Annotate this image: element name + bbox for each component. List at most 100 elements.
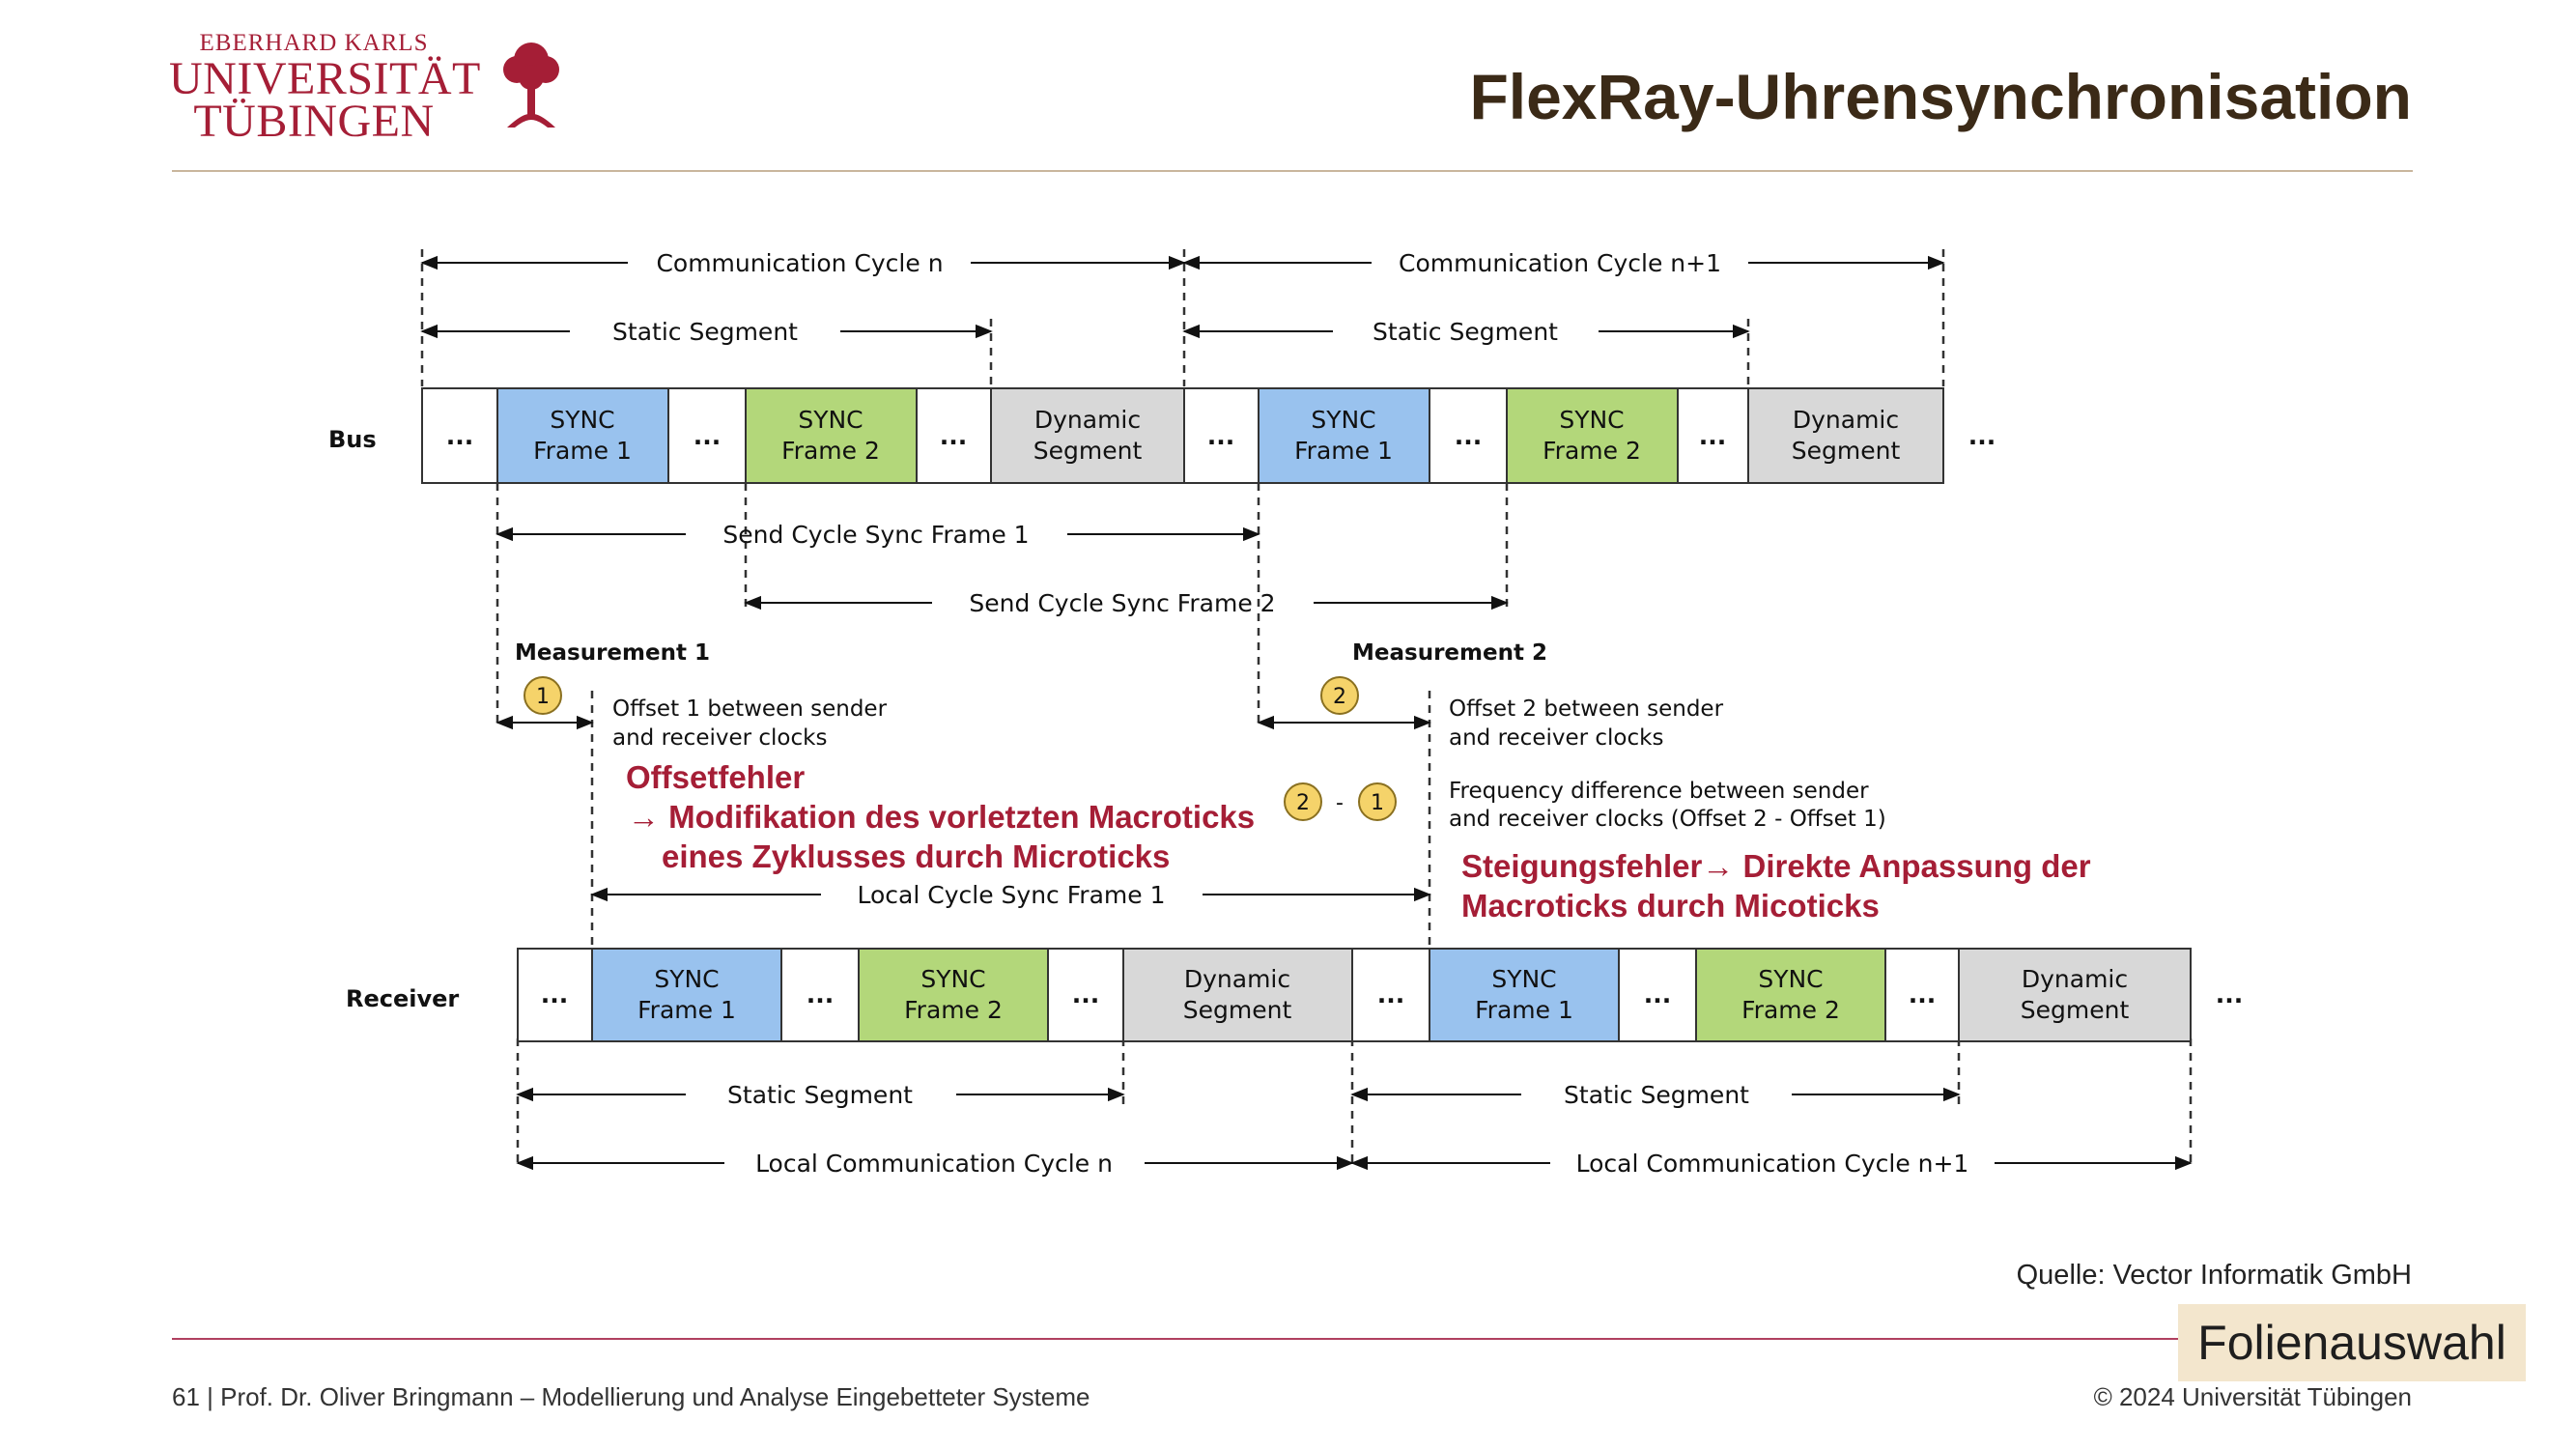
bus-sync-frame-1b bbox=[1258, 387, 1430, 484]
university-wordmark: EBERHARD KARLS UNIVERSITÄT TÜBINGEN bbox=[169, 29, 481, 145]
recv-dyn-line1: Dynamic bbox=[1184, 965, 1290, 993]
bus-sync-frame-1 bbox=[496, 387, 669, 484]
footer-copyright: © 2024 Universität Tübingen bbox=[2093, 1382, 2412, 1411]
recv-sync2-line2: Frame 2 bbox=[904, 996, 1003, 1024]
static-segment-recv-1: Static Segment bbox=[727, 1081, 913, 1109]
footer-divider bbox=[172, 1338, 2200, 1340]
recv-sync1b-line1: SYNC bbox=[1491, 965, 1556, 993]
badges bbox=[524, 676, 1397, 821]
bus-ellipsis-5: ... bbox=[1455, 422, 1483, 450]
bus-sync1-line2: Frame 1 bbox=[533, 437, 632, 465]
receiver-label: Receiver bbox=[346, 985, 459, 1012]
static-segment-bus-1: Static Segment bbox=[612, 318, 798, 346]
recv-gap-3 bbox=[1047, 948, 1124, 1042]
logo-line-1: UNIVERSITÄT bbox=[169, 53, 481, 104]
slide-title: FlexRay-Uhrensynchronisation bbox=[1469, 61, 2412, 132]
offset-error-title: Offsetfehler bbox=[626, 759, 806, 795]
comm-cycle-n-label: Communication Cycle n bbox=[656, 249, 943, 277]
recv-sync-frame-2 bbox=[858, 948, 1049, 1042]
bus-sync2b-line2: Frame 2 bbox=[1543, 437, 1641, 465]
offset-error-line2: → Modifikation des vorletzten Macroticks bbox=[628, 799, 1256, 835]
recv-sync2b-line2: Frame 2 bbox=[1741, 996, 1840, 1024]
badge-2-m2: 2 bbox=[1333, 685, 1346, 709]
bus-gap-6 bbox=[1677, 387, 1749, 484]
bus-sync1b-line2: Frame 1 bbox=[1294, 437, 1393, 465]
recv-dynb-line1: Dynamic bbox=[2022, 965, 2128, 993]
bus-sync1-line1: SYNC bbox=[550, 406, 614, 434]
recv-ellipsis-7: ... bbox=[2216, 980, 2244, 1009]
slide-selection-button[interactable]: Folienauswahl bbox=[2178, 1304, 2526, 1381]
bus-dynamic-segment bbox=[990, 387, 1185, 484]
recv-sync1-line1: SYNC bbox=[654, 965, 719, 993]
badge-minus: - bbox=[1336, 791, 1344, 815]
static-segment-recv-2: Static Segment bbox=[1564, 1081, 1749, 1109]
recv-dynb-line2: Segment bbox=[2021, 996, 2130, 1024]
bus-sync-frame-2 bbox=[745, 387, 918, 484]
bus-sync2-line2: Frame 2 bbox=[781, 437, 880, 465]
bus-sync1b-line1: SYNC bbox=[1311, 406, 1375, 434]
bus-gap-4 bbox=[1183, 387, 1260, 484]
offset1-line1: Offset 1 between sender bbox=[612, 696, 888, 722]
recv-ellipsis-6: ... bbox=[1909, 980, 1937, 1009]
bus-dyn-line2: Segment bbox=[1033, 437, 1143, 465]
bus-dynb-line1: Dynamic bbox=[1793, 406, 1899, 434]
recv-gap-4 bbox=[1351, 948, 1430, 1042]
recv-ellipsis-4: ... bbox=[1377, 980, 1405, 1009]
bus-dynamic-segment-b bbox=[1747, 387, 1944, 484]
comm-cycle-n1-label: Communication Cycle n+1 bbox=[1399, 249, 1721, 277]
offset1-line2: and receiver clocks bbox=[612, 725, 827, 751]
bus-sync-frame-2b bbox=[1506, 387, 1679, 484]
badge-1-diff: 1 bbox=[1371, 791, 1384, 815]
tree-emblem-icon bbox=[503, 43, 559, 128]
bus-sync2b-line1: SYNC bbox=[1559, 406, 1624, 434]
dashed-guides bbox=[420, 249, 2193, 1169]
bus-ellipsis-4: ... bbox=[1207, 422, 1235, 450]
recv-sync2b-line1: SYNC bbox=[1758, 965, 1823, 993]
slope-error-note: Steigungsfehler→ Direkte Anpassung der M… bbox=[1461, 846, 2091, 925]
recv-sync-frame-2b bbox=[1695, 948, 1886, 1042]
receiver-row bbox=[517, 948, 2192, 1042]
slope-error-line1: Steigungsfehler→ Direkte Anpassung der bbox=[1461, 848, 2091, 884]
recv-ellipsis-1: ... bbox=[541, 980, 569, 1009]
freq-diff-line2: and receiver clocks (Offset 2 - Offset 1… bbox=[1449, 807, 1886, 832]
bus-sync2-line1: SYNC bbox=[798, 406, 863, 434]
local-comm-n-label: Local Communication Cycle n bbox=[755, 1150, 1113, 1178]
bus-gap-2 bbox=[667, 387, 747, 484]
bus-dyn-line1: Dynamic bbox=[1034, 406, 1141, 434]
offset-error-note: Offsetfehler → Modifikation des vorletzt… bbox=[626, 757, 1255, 876]
recv-sync-frame-1 bbox=[591, 948, 782, 1042]
recv-ellipsis-2: ... bbox=[807, 980, 835, 1009]
recv-gap-1 bbox=[517, 948, 593, 1042]
bus-ellipsis-3: ... bbox=[940, 422, 968, 450]
logo-top-line: EBERHARD KARLS bbox=[199, 30, 429, 56]
recv-dynamic-segment-b bbox=[1958, 948, 2192, 1042]
bus-gap-5 bbox=[1429, 387, 1508, 484]
recv-gap-2 bbox=[780, 948, 860, 1042]
recv-ellipsis-5: ... bbox=[1644, 980, 1672, 1009]
offset-error-line3: eines Zyklusses durch Microticks bbox=[662, 838, 1171, 874]
recv-sync1-line2: Frame 1 bbox=[637, 996, 736, 1024]
recv-gap-6 bbox=[1884, 948, 1960, 1042]
freq-diff-line1: Frequency difference between sender bbox=[1449, 779, 1869, 804]
send-cycle-sync1-label: Send Cycle Sync Frame 1 bbox=[722, 521, 1029, 549]
bus-ellipsis-7: ... bbox=[1968, 422, 1996, 450]
recv-sync-frame-1b bbox=[1429, 948, 1620, 1042]
university-logo: EBERHARD KARLS UNIVERSITÄT TÜBINGEN bbox=[169, 29, 575, 145]
send-cycle-sync2-label: Send Cycle Sync Frame 2 bbox=[969, 589, 1275, 617]
badge-2-diff: 2 bbox=[1296, 791, 1310, 815]
offset2-line2: and receiver clocks bbox=[1449, 725, 1663, 751]
measurement-2-label: Measurement 2 bbox=[1352, 640, 1547, 666]
source-credit: Quelle: Vector Informatik GmbH bbox=[2016, 1260, 2412, 1291]
local-comm-n1-label: Local Communication Cycle n+1 bbox=[1576, 1150, 1969, 1178]
bus-ellipsis-6: ... bbox=[1699, 422, 1727, 450]
bus-gap-1 bbox=[421, 387, 498, 484]
static-segment-bus-2: Static Segment bbox=[1373, 318, 1558, 346]
bus-row bbox=[421, 387, 1944, 484]
bus-ellipsis-1: ... bbox=[446, 422, 474, 450]
offset2-line1: Offset 2 between sender bbox=[1449, 696, 1724, 722]
footer-slide-info: 61 | Prof. Dr. Oliver Bringmann – Modell… bbox=[172, 1382, 1090, 1411]
recv-dynamic-segment bbox=[1122, 948, 1353, 1042]
badge-1-m1: 1 bbox=[536, 685, 550, 709]
recv-ellipsis-3: ... bbox=[1072, 980, 1100, 1009]
